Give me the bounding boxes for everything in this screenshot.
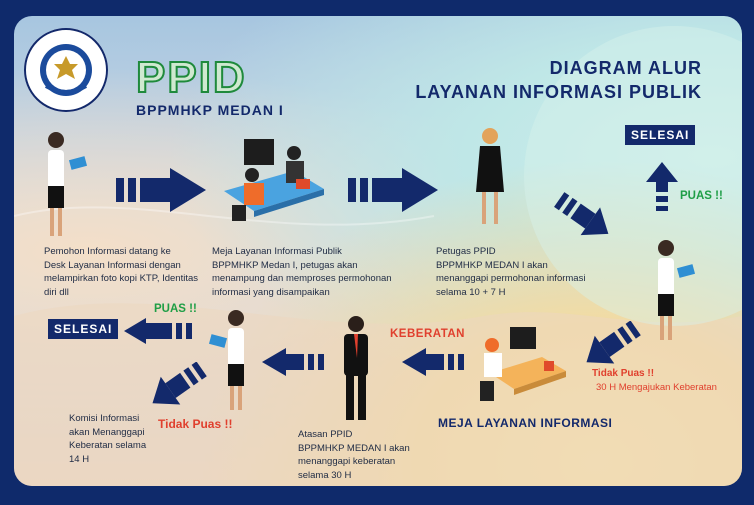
- arrow-left-icon-middle: [262, 348, 324, 376]
- puas-label-right: PUAS !!: [680, 190, 723, 202]
- arrow-right-icon-1: [116, 168, 206, 212]
- tidak-puas-label-right: Tidak Puas !!: [592, 368, 655, 379]
- step2-text: Meja Layanan Informasi Publik BPPMHKP Me…: [212, 246, 392, 298]
- arrow-right-icon-2: [348, 168, 438, 212]
- arrow-down-right-icon: [554, 192, 609, 236]
- applicant-figure: [48, 132, 88, 236]
- puas-label-left: PUAS !!: [154, 303, 197, 315]
- step4-text: Atasan PPID BPPMHKP MEDAN I akan menangg…: [298, 429, 410, 481]
- diagram-title: DIAGRAM ALUR LAYANAN INFORMASI PUBLIK: [415, 56, 702, 104]
- applicant-figure-right: [658, 240, 696, 340]
- diagram-title-line2: LAYANAN INFORMASI PUBLIK: [415, 82, 702, 102]
- arrow-down-left-icon-right: [586, 321, 641, 364]
- step5-text: Komisi Informasi akan Menanggapi Keberat…: [69, 413, 147, 465]
- service-desk-figure: [224, 139, 324, 221]
- arrow-left-icon-selesai: [124, 318, 192, 344]
- selesai-badge-top: SELESAI: [625, 125, 696, 145]
- brand-subtitle: BPPMHKP MEDAN I: [136, 102, 284, 118]
- komisi-figure: [208, 310, 244, 410]
- up-arrow-icon: [646, 162, 678, 211]
- selesai-badge-left: SELESAI: [48, 319, 119, 339]
- diagram-card: PPID BPPMHKP MEDAN I DIAGRAM ALUR LAYANA…: [14, 16, 742, 486]
- arrow-left-icon-keberatan: [402, 348, 464, 376]
- arrow-down-left-icon-left: [152, 362, 207, 405]
- step1-text: Pemohon Informasi datang ke Desk Layanan…: [44, 246, 199, 298]
- keberatan-label: KEBERATAN: [390, 328, 465, 340]
- meja-layanan-label: MEJA LAYANAN INFORMASI: [438, 416, 613, 430]
- step3-text: Petugas PPID BPPMHKP MEDAN I akan menang…: [436, 246, 586, 298]
- ppid-officer-figure: [476, 128, 504, 224]
- kkp-logo: [22, 26, 110, 114]
- tidak-puas-note-right: 30 H Mengajukan Keberatan: [596, 382, 717, 393]
- background-decor: [14, 26, 742, 486]
- brand-title: PPID: [135, 53, 247, 102]
- tidak-puas-label-left: Tidak Puas !!: [158, 417, 233, 431]
- brand-block: PPID BPPMHKP MEDAN I: [135, 53, 284, 119]
- info-desk-figure: [480, 327, 566, 401]
- atasan-ppid-figure: [344, 316, 368, 420]
- diagram-title-line1: DIAGRAM ALUR: [549, 58, 702, 78]
